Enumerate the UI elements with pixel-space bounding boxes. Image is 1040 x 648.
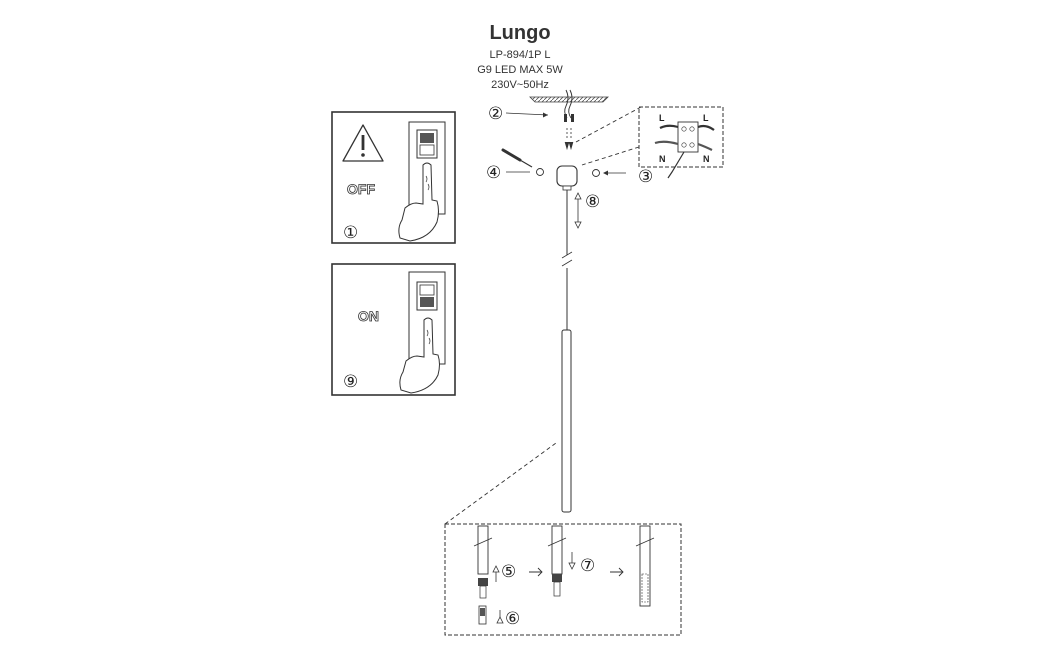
step-3-label: ③ <box>638 167 653 186</box>
ceiling <box>529 96 609 103</box>
step-2-label: ② <box>488 104 503 123</box>
model-number: LP-894/1P L <box>489 49 551 61</box>
pendant-tube <box>561 329 572 513</box>
neutral-left-label: N <box>659 154 666 164</box>
screwdriver-icon <box>501 148 533 168</box>
arrow-icon <box>496 616 504 624</box>
arrow-icon <box>603 170 608 176</box>
off-label: OFF <box>347 181 375 197</box>
warning-icon <box>342 124 384 162</box>
step-2-leader <box>505 112 549 116</box>
live-right-label: L <box>703 113 709 123</box>
step-5-label: ⑤ <box>501 562 516 581</box>
product-title: Lungo <box>489 22 551 44</box>
wiring-detail: L L N N <box>575 106 724 179</box>
hand-icon <box>398 162 439 242</box>
step-6-label: ⑥ <box>505 609 520 628</box>
lamp-detail: ⑤ ⑦ ⑥ <box>444 442 682 636</box>
lamp-spec: G9 LED MAX 5W <box>477 64 563 76</box>
arrow-icon <box>529 567 543 577</box>
canopy <box>556 165 578 191</box>
neutral-right-label: N <box>703 154 710 164</box>
step-8-label: ⑧ <box>585 192 600 211</box>
hand-icon <box>399 317 440 394</box>
arrow-icon <box>610 567 624 577</box>
step-1-label: ① <box>343 223 358 242</box>
panel-on: ON ⑨ <box>331 263 456 396</box>
screw-right <box>592 169 600 177</box>
step-7-label: ⑦ <box>580 556 595 575</box>
step-4-label: ④ <box>486 163 501 182</box>
arrow-icon <box>568 562 576 570</box>
suspension-cable <box>561 190 573 330</box>
arrow-icon <box>543 112 548 118</box>
on-label: ON <box>358 308 379 324</box>
panel-off: OFF ① <box>331 111 456 244</box>
screw-left <box>536 168 544 176</box>
voltage-spec: 230V~50Hz <box>491 79 549 91</box>
arrow-icon <box>492 565 500 573</box>
step-9-label: ⑨ <box>343 372 358 391</box>
supply-wires <box>564 89 574 151</box>
live-left-label: L <box>659 113 665 123</box>
